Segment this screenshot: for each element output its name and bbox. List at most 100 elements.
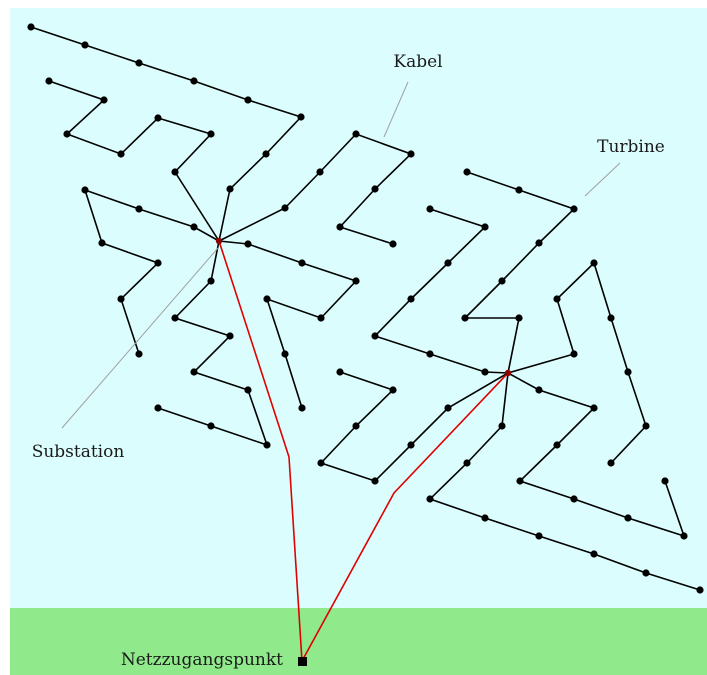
turbine-icon [444, 404, 452, 412]
turbine-icon [624, 368, 632, 376]
turbine-icon [336, 368, 344, 376]
substation-leader-line [61, 247, 219, 429]
turbine-icon [535, 532, 543, 540]
turbine-icon [553, 441, 561, 449]
label-substation: Substation [32, 247, 219, 462]
turbine-icon [81, 41, 89, 49]
turbine-icon [298, 259, 306, 267]
turbine-icon [100, 96, 108, 104]
turbine-icon [481, 368, 489, 376]
label-turbine: Turbine [584, 137, 665, 197]
turbine-icon [171, 168, 179, 176]
turbine-icon [207, 130, 215, 138]
cable-string-4 [218, 240, 358, 409]
turbine-icon [389, 240, 397, 248]
turbine-icon [389, 386, 397, 394]
turbine-icon [244, 386, 252, 394]
turbine-icon [63, 130, 71, 138]
turbine-icon [154, 259, 162, 267]
cable-string-8 [463, 171, 576, 374]
turbine-icon [297, 113, 305, 121]
export-cables [218, 240, 509, 662]
turbine-icon [516, 477, 524, 485]
turbine-icon [352, 422, 360, 430]
turbine-icon [624, 514, 632, 522]
turbine-icon [171, 314, 179, 322]
turbine-icon [590, 259, 598, 267]
turbine-icon [117, 295, 125, 303]
substation-icon-2 [504, 369, 512, 377]
substation-label: Substation [32, 442, 125, 462]
turbine-icon [553, 295, 561, 303]
turbine-icon [570, 205, 578, 213]
cable-string-6 [83, 188, 220, 355]
grid-point-icon [298, 657, 307, 666]
turbine-icon [461, 314, 469, 322]
turbine-icon [190, 368, 198, 376]
label-kabel: Kabel [383, 52, 443, 138]
turbine-icon [190, 223, 198, 231]
substation-markers [215, 237, 512, 377]
turbine-icon [244, 240, 252, 248]
turbine-icon [481, 514, 489, 522]
turbine-icon [263, 295, 271, 303]
turbine-icon [426, 495, 434, 503]
turbine-icon [642, 422, 650, 430]
turbine-icon [317, 459, 325, 467]
turbine-icon [407, 441, 415, 449]
turbine-icon [407, 150, 415, 158]
cable-string-3 [218, 133, 413, 245]
turbine-icon [680, 532, 688, 540]
cable-string-11 [319, 371, 509, 482]
turbine-icon [154, 404, 162, 412]
turbine-icon [281, 350, 289, 358]
turbine-label: Turbine [597, 137, 665, 157]
kabel-label: Kabel [393, 52, 442, 72]
turbine-icon [226, 332, 234, 340]
turbine-icon [81, 186, 89, 194]
export-cable-2 [301, 372, 509, 662]
turbine-icon [498, 277, 506, 285]
turbine-icon [226, 185, 234, 193]
turbine-icon [463, 168, 471, 176]
turbine-icon [535, 239, 543, 247]
turbine-markers [27, 23, 704, 594]
turbine-icon [190, 77, 198, 85]
turbine-icon [317, 314, 325, 322]
turbine-icon [336, 223, 344, 231]
turbine-icon [244, 96, 252, 104]
substation-icon-1 [215, 237, 223, 245]
turbine-icon [45, 77, 53, 85]
turbine-icon [570, 495, 578, 503]
turbine-icon [607, 459, 615, 467]
turbine-icon [117, 150, 125, 158]
turbine-leader-line [584, 162, 621, 197]
turbine-icon [135, 205, 143, 213]
turbine-icon [590, 404, 598, 412]
turbine-icon [371, 332, 379, 340]
turbine-icon [207, 422, 215, 430]
turbine-icon [696, 586, 704, 594]
sea-area [10, 8, 707, 608]
turbine-icon [607, 314, 615, 322]
turbine-icon [298, 404, 306, 412]
turbine-icon [98, 239, 106, 247]
turbine-icon [154, 114, 162, 122]
turbine-icon [481, 223, 489, 231]
turbine-icon [352, 130, 360, 138]
turbine-icon [426, 205, 434, 213]
turbine-icon [263, 441, 271, 449]
turbine-icon [352, 277, 360, 285]
turbine-icon [426, 350, 434, 358]
turbine-icon [135, 59, 143, 67]
turbine-icon [498, 422, 506, 430]
turbine-icon [570, 350, 578, 358]
turbine-icon [281, 204, 289, 212]
kabel-leader-line [383, 81, 409, 138]
cable-string-1 [48, 80, 220, 242]
label-grid-point: Netzzugangspunkt [121, 650, 307, 670]
turbine-icon [407, 295, 415, 303]
turbine-icon [463, 459, 471, 467]
